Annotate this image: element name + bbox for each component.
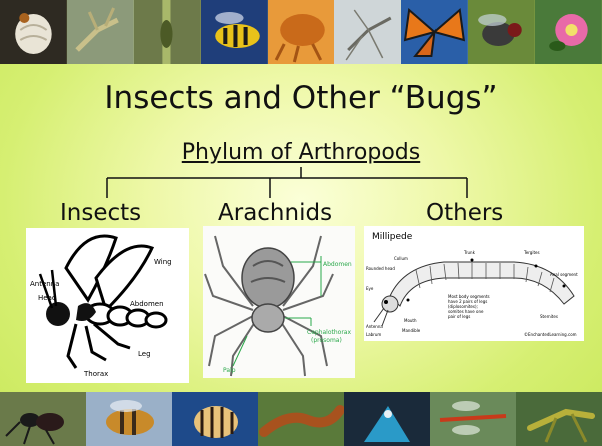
millipede-label-sternites: Sternites	[540, 314, 558, 319]
millipede-label-labrum: Labrum	[366, 332, 381, 337]
grub-photo	[0, 0, 67, 64]
phylum-heading: Phylum of Arthropods	[0, 140, 602, 165]
flea-photo	[268, 0, 335, 64]
millipede-label-collum: Collum	[394, 256, 408, 261]
top-photo-strip	[0, 0, 602, 64]
caterpillar-on-stem-photo	[134, 0, 201, 64]
ant-photo	[0, 392, 86, 446]
millipede-label-segments-5: pair of legs	[448, 314, 470, 319]
millipede-diagram: Millipede Trunk Tergites Anal segment Co…	[364, 226, 584, 341]
millipede-label-antenna: Antenna	[366, 324, 383, 329]
insect-label-leg: Leg	[138, 350, 151, 358]
insect-diagram: Antenna Head Thorax Abdomen Wing Leg	[26, 228, 189, 383]
spider-label-cephalothorax: Cephalothorax	[307, 329, 351, 336]
insect-label-abdomen: Abdomen	[130, 300, 164, 308]
mantis-photo	[67, 0, 134, 64]
insect-label-thorax: Thorax	[83, 370, 108, 378]
wasp-photo	[201, 0, 268, 64]
millipede-label-eye: Eye	[366, 286, 374, 291]
blue-insect-photo	[344, 392, 430, 446]
spider-label-abdomen: Abdomen	[323, 261, 352, 268]
millipede-title: Millipede	[372, 232, 413, 242]
fly-photo	[468, 0, 535, 64]
insect-label-wing: Wing	[154, 258, 172, 266]
millipede-label-anal-segment: Anal segment	[550, 272, 578, 277]
category-arachnids: Arachnids	[218, 200, 332, 226]
mosquito-photo	[334, 0, 401, 64]
millipede-copyright: ©EnchantedLearning.com	[524, 332, 577, 337]
millipede-label-mandible: Mandible	[402, 328, 421, 333]
spider-diagram: Abdomen Cephalothorax (prosoma) Palp	[203, 226, 355, 378]
category-others: Others	[426, 200, 503, 226]
caterpillar-photo	[258, 392, 344, 446]
spider-label-prosoma: (prosoma)	[311, 337, 342, 344]
millipede-label-tergites: Tergites	[523, 250, 540, 255]
bug-on-flower-photo	[535, 0, 602, 64]
dragonfly-photo	[430, 392, 516, 446]
bottom-photo-strip	[0, 392, 602, 446]
potato-beetle-photo	[172, 392, 258, 446]
millipede-label-trunk: Trunk	[463, 250, 476, 255]
monarch-butterfly-photo	[401, 0, 468, 64]
insect-label-antenna: Antenna	[30, 280, 59, 288]
millipede-label-mouth: Mouth	[404, 318, 417, 323]
spider-label-palp: Palp	[223, 367, 236, 374]
slide-title: Insects and Other “Bugs”	[0, 80, 602, 116]
grasshopper-photo	[516, 392, 602, 446]
category-insects: Insects	[60, 200, 141, 226]
insect-label-head: Head	[38, 294, 56, 302]
bee-photo	[86, 392, 172, 446]
millipede-label-rounded-head: Rounded head	[366, 266, 395, 271]
